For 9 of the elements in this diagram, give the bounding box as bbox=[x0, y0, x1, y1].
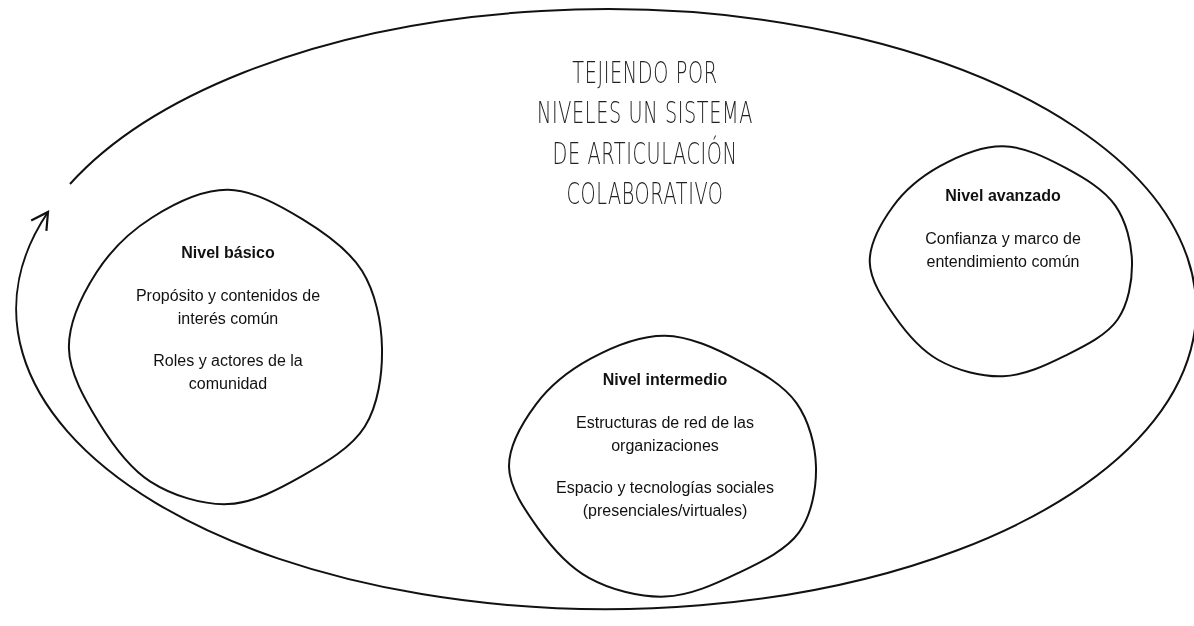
level-heading: Nivel avanzado bbox=[945, 186, 1061, 206]
level-heading: Nivel intermedio bbox=[602, 370, 728, 390]
level-heading: Nivel básico bbox=[181, 243, 275, 263]
level-description: Propósito y contenidos de interés común bbox=[134, 286, 322, 330]
diagram-title: TEJIENDO POR NIVELES UN SISTEMA DE ARTICULACIÓN COLABORATIVO bbox=[536, 53, 754, 213]
level-description: Roles y actores de la comunidad bbox=[152, 350, 304, 394]
level-description: Confianza y marco de entendimiento común bbox=[924, 229, 1082, 273]
level-description: Estructuras de red de las organizaciones bbox=[575, 413, 755, 457]
level-description: Espacio y tecnologías sociales (presenciales/virtuales) bbox=[555, 477, 775, 521]
